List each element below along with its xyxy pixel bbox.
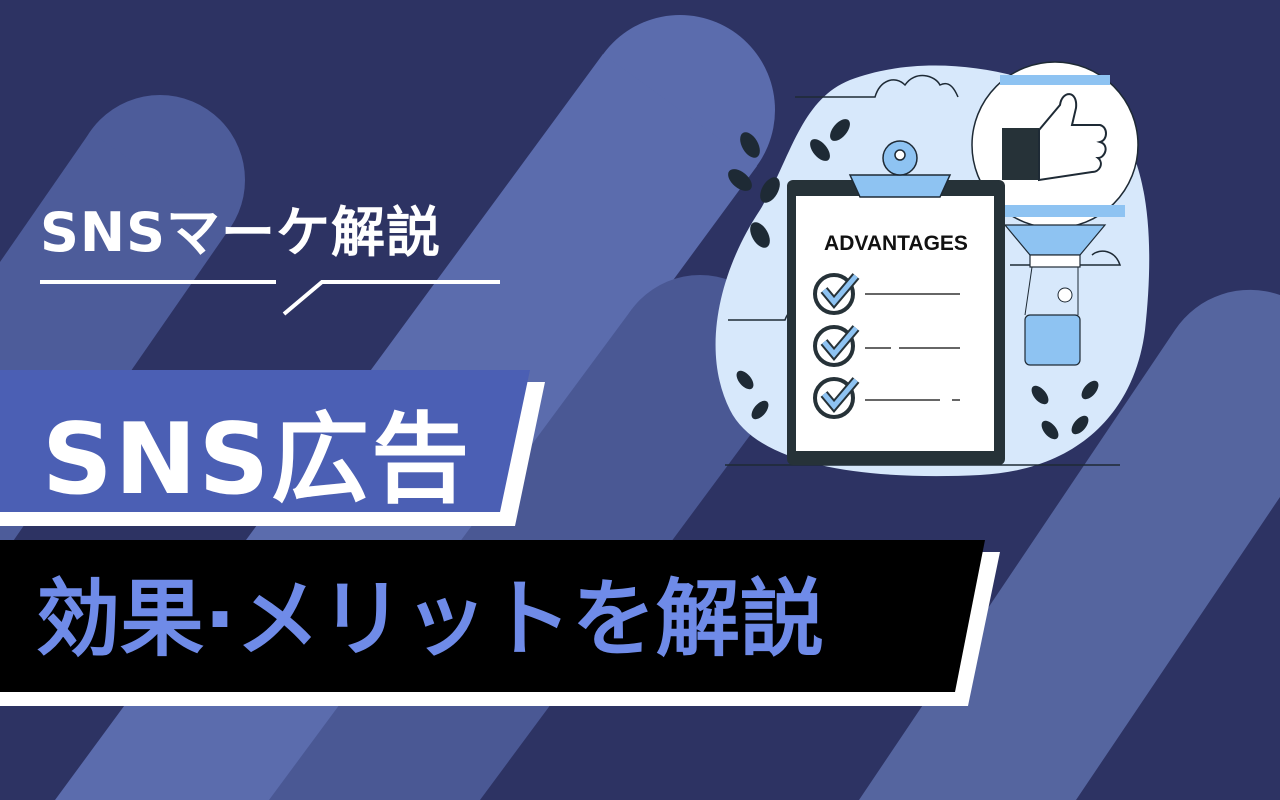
thumbs-up-icon (1002, 128, 1039, 180)
checkmark-icon (822, 378, 858, 410)
check-item (813, 377, 960, 419)
kicker-underline (40, 280, 500, 316)
leaf-icon (728, 119, 1099, 440)
advantages-illustration: ADVANTAGES (715, 61, 1150, 477)
page-subtitle: 効果·メリットを解説 (36, 570, 824, 668)
title-box (0, 370, 530, 512)
page-title: SNS広告 (42, 403, 472, 517)
hot-air-balloon (971, 61, 1139, 366)
checkmark-icon (822, 274, 858, 306)
category-label: SNSマーケ解説 (40, 201, 441, 264)
check-item (813, 325, 960, 367)
clipboard: ADVANTAGES (787, 140, 1005, 465)
clipboard-heading: ADVANTAGES (824, 232, 968, 255)
subtitle-box (0, 540, 985, 692)
check-item (813, 273, 960, 315)
checkmark-icon (822, 326, 858, 358)
